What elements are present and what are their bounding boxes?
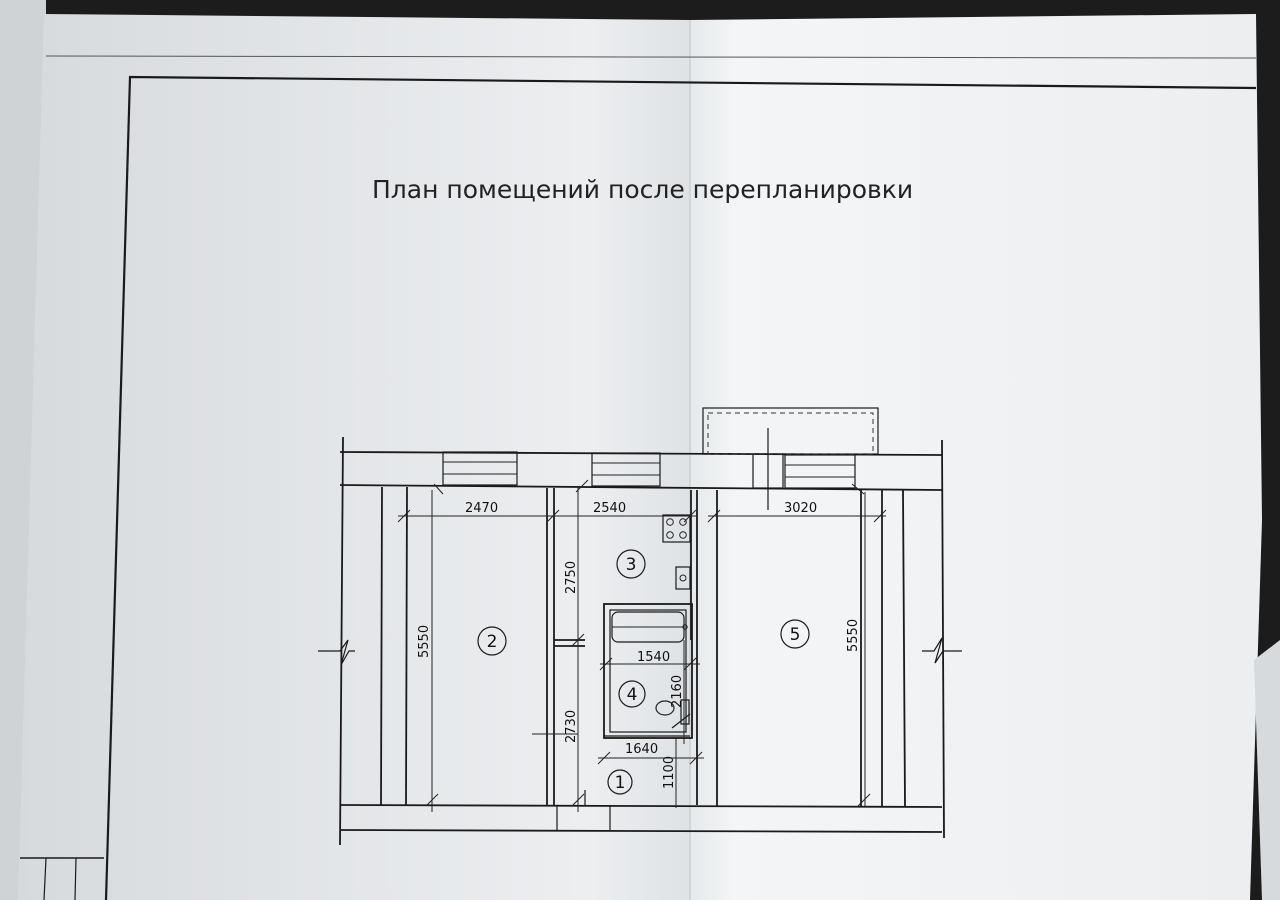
window-room-3 <box>591 452 661 487</box>
dim-hall-width: 1640 <box>625 742 658 757</box>
room-marker-2: 2 <box>477 626 507 656</box>
break-line-right <box>922 637 962 664</box>
dim-corridor-length: 2730 <box>564 710 579 743</box>
room-number-4: 4 <box>627 685 638 705</box>
kitchen-sink <box>675 566 691 590</box>
stove <box>662 514 691 543</box>
dim-room3-width: 2540 <box>593 501 626 516</box>
drawing-title: План помещений после перепланировки <box>372 175 913 204</box>
room-2-walls <box>380 486 555 807</box>
room-4-walls <box>603 603 693 739</box>
paper-left <box>18 14 690 900</box>
paper-right <box>690 14 1262 900</box>
dim-line-room5-width <box>707 483 887 523</box>
dim-room2-length: 5550 <box>417 625 432 658</box>
room-marker-5: 5 <box>780 619 810 649</box>
room-number-2: 2 <box>487 632 498 652</box>
room-number-3: 3 <box>626 555 637 575</box>
room-number-1: 1 <box>615 773 626 793</box>
dim-bath-width: 1540 <box>637 650 670 665</box>
room-3-walls <box>554 490 698 805</box>
dim-line-room2-length <box>425 490 439 812</box>
floor-plan: 2470 2540 3020 5550 5550 2750 <box>318 407 962 846</box>
dim-line-corridor-length <box>532 648 585 812</box>
dim-hall-length: 1100 <box>662 756 677 789</box>
dim-line-bath-width <box>599 657 700 671</box>
room-marker-3: 3 <box>616 549 646 579</box>
dim-line-room2-width <box>397 483 560 523</box>
room-marker-4: 4 <box>618 680 646 708</box>
balcony <box>702 407 879 455</box>
interior-wall-bottom <box>339 804 943 833</box>
bathtub <box>611 611 688 643</box>
window-room-5 <box>784 454 856 489</box>
window-room-2 <box>442 451 518 486</box>
dim-line-hall-width <box>597 751 704 765</box>
dim-room5-length: 5550 <box>846 619 861 652</box>
room-number-5: 5 <box>790 625 801 645</box>
top-rule <box>45 55 1257 59</box>
title-block-stub <box>20 857 104 900</box>
dim-room3-length: 2750 <box>564 561 579 594</box>
toilet <box>655 700 675 716</box>
dim-line-room3-length <box>571 487 585 648</box>
drawing-frame <box>104 75 1257 900</box>
dim-room2-width: 2470 <box>465 501 498 516</box>
bath-door <box>671 699 691 729</box>
paper-right-fold <box>1254 640 1280 900</box>
room-marker-1: 1 <box>607 769 633 795</box>
break-line-left <box>318 639 355 666</box>
dim-bath-length: 2160 <box>670 675 685 708</box>
dim-room5-width: 3020 <box>784 501 817 516</box>
room-5-walls <box>716 489 906 807</box>
dim-line-room5-length <box>857 492 871 807</box>
